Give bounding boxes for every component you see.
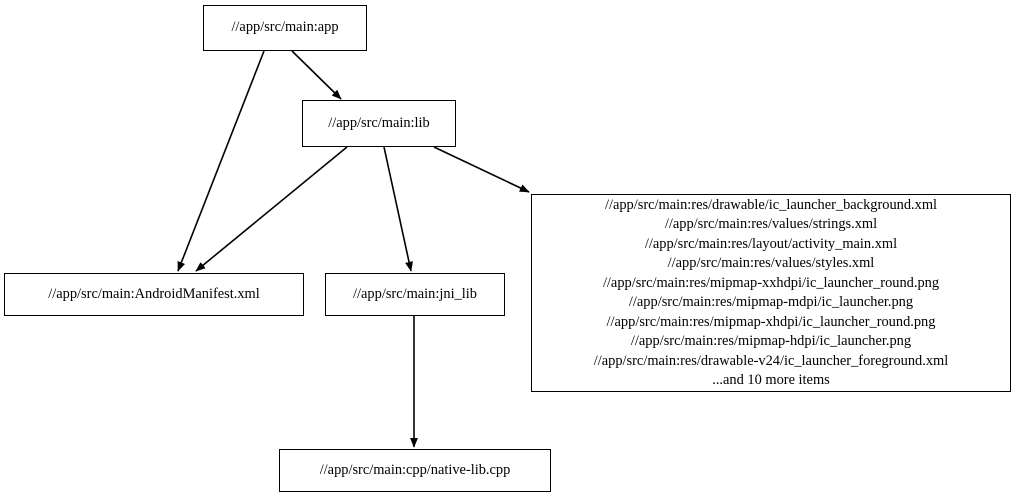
node-android-manifest[interactable]: //app/src/main:AndroidManifest.xml	[4, 273, 304, 316]
node-app[interactable]: //app/src/main:app	[203, 5, 367, 51]
node-resources-group-label: //app/src/main:res/drawable/ic_launcher_…	[593, 196, 949, 389]
edge-lib-to-jni-lib	[383, 146, 413, 272]
edge-app-to-manifest	[177, 50, 265, 272]
node-resources-group[interactable]: //app/src/main:res/drawable/ic_launcher_…	[531, 194, 1011, 392]
node-jni-lib[interactable]: //app/src/main:jni_lib	[325, 273, 505, 316]
edge-lib-to-manifest	[195, 146, 348, 272]
node-native-lib-label: //app/src/main:cpp/native-lib.cpp	[319, 461, 511, 478]
node-app-label: //app/src/main:app	[231, 19, 339, 36]
node-jni-lib-label: //app/src/main:jni_lib	[353, 285, 477, 302]
edge-lib-to-resources	[433, 146, 530, 193]
node-native-lib[interactable]: //app/src/main:cpp/native-lib.cpp	[279, 449, 551, 492]
node-lib-label: //app/src/main:lib	[328, 114, 430, 131]
node-android-manifest-label: //app/src/main:AndroidManifest.xml	[48, 285, 260, 302]
edge-app-to-lib	[291, 50, 342, 100]
node-lib[interactable]: //app/src/main:lib	[302, 100, 456, 147]
